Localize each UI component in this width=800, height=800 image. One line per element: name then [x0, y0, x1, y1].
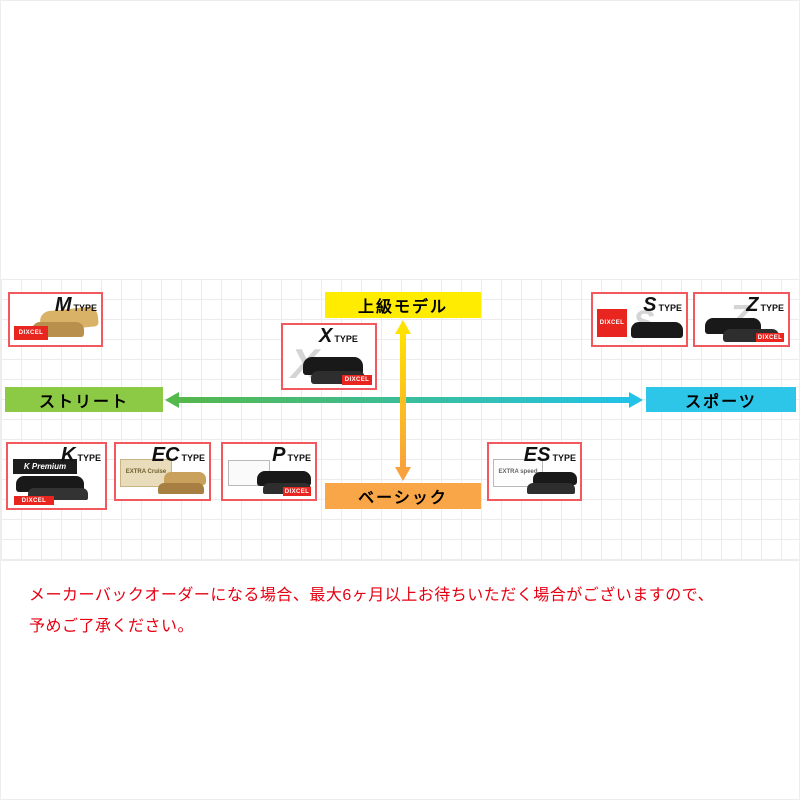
brake-pad-image: [527, 483, 575, 494]
type-word: TYPE: [181, 453, 205, 463]
arrow-left-head-icon: [165, 392, 179, 408]
arrow-up-head-icon: [395, 320, 411, 334]
dixcel-logo: DIXCEL: [283, 487, 311, 496]
premium-basic-axis-arrow: [395, 320, 411, 481]
arrow-down-head-icon: [395, 467, 411, 481]
dixcel-logo: DIXCEL: [342, 375, 372, 385]
type-word: TYPE: [760, 303, 784, 313]
axis-label-sport: スポーツ: [646, 387, 796, 412]
type-letter: Z: [746, 294, 759, 316]
type-word: TYPE: [658, 303, 682, 313]
axis-label-premium-model: 上級モデル: [325, 292, 481, 318]
brake-pad-image: [158, 483, 204, 494]
type-word: TYPE: [73, 303, 97, 313]
type-letter: M: [54, 294, 72, 316]
backorder-notice-line1: メーカーバックオーダーになる場合、最大6ヶ月以上お待ちいただく場合がございますの…: [29, 587, 715, 604]
dixcel-logo: DIXCEL: [597, 309, 627, 337]
type-letter: S: [643, 294, 657, 316]
brake-pad-image: [164, 472, 206, 485]
k-premium-box: K Premium: [13, 459, 77, 474]
dixcel-logo: DIXCEL: [14, 496, 54, 505]
type-word: TYPE: [287, 453, 311, 463]
type-letter: K: [61, 444, 76, 466]
backorder-notice: メーカーバックオーダーになる場合、最大6ヶ月以上お待ちいただく場合がございますの…: [29, 580, 714, 642]
type-letter: EC: [151, 444, 180, 466]
axis-label-basic: ベーシック: [325, 483, 481, 509]
brake-pad-image: [257, 471, 311, 486]
brake-pad-image: [533, 472, 577, 485]
dixcel-logo: DIXCEL: [756, 333, 784, 342]
axis-label-street: ストリート: [5, 387, 163, 412]
arrow-right-head-icon: [629, 392, 643, 408]
type-letter: ES: [523, 444, 551, 466]
arrow-bar: [400, 333, 406, 468]
type-word: TYPE: [77, 453, 101, 463]
dixcel-logo: DIXCEL: [14, 326, 48, 340]
type-word: TYPE: [334, 334, 358, 344]
brake-pad-image: [631, 322, 683, 338]
type-word: TYPE: [552, 453, 576, 463]
brake-pad-image: [303, 357, 363, 375]
type-letter: X: [319, 325, 333, 347]
type-letter: P: [272, 444, 286, 466]
backorder-notice-line2: 予めご了承ください。: [29, 618, 195, 635]
